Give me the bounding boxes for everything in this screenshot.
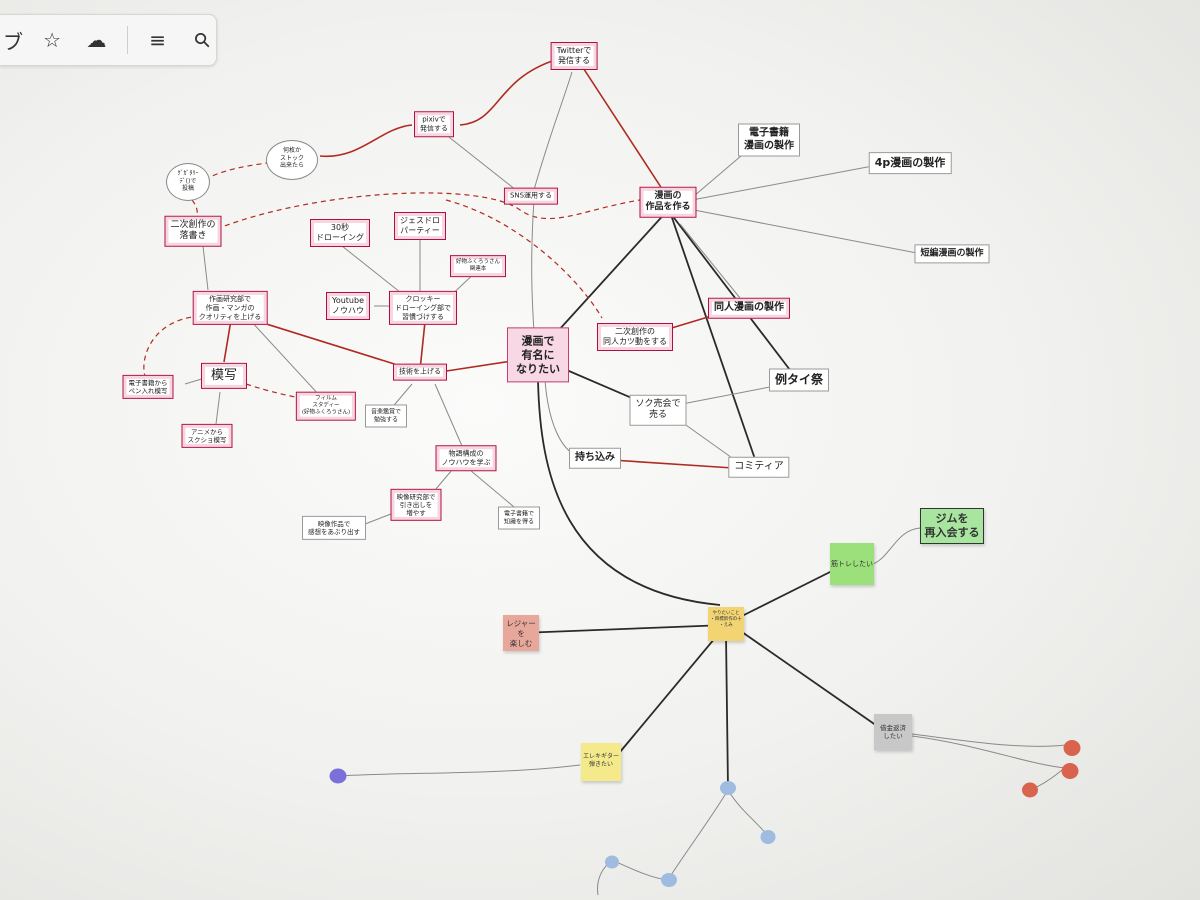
node-twitter[interactable]: Twitterで 発信する <box>550 42 598 70</box>
connector <box>459 59 556 126</box>
connector <box>531 199 535 333</box>
connector <box>669 211 757 463</box>
connector <box>537 379 721 606</box>
connector <box>869 527 921 566</box>
node-ebook-manga[interactable]: 電子書籍 漫画の製作 <box>738 123 800 157</box>
connector <box>577 59 669 199</box>
connector <box>611 459 734 469</box>
sticky-leisure[interactable]: レジャー を 楽しむ <box>503 615 539 651</box>
node-music[interactable]: 音楽鑑賞で 勉強する <box>364 404 408 428</box>
node-4p-manga[interactable]: 4p漫画の製作 <box>868 152 952 174</box>
connector <box>693 209 923 255</box>
sticky-guitar[interactable]: エレキギター 弾きたい <box>581 743 621 781</box>
node-jesdoro[interactable]: ジェスドロ パーティー <box>394 212 446 240</box>
sticky-gym[interactable]: ジムを 再入会する <box>920 508 984 544</box>
node-mochikomi[interactable]: 持ち込み <box>569 447 621 469</box>
node-sokubai[interactable]: ソク売会で 売る <box>629 394 687 426</box>
connector <box>911 733 1067 747</box>
node-eizo-works[interactable]: 映像作品で 感想をあぶり出す <box>302 515 366 541</box>
connector <box>319 124 413 158</box>
toolbar-divider <box>126 26 128 54</box>
cloud-check-icon[interactable]: ☁ <box>86 28 107 52</box>
node-fanart-sketch[interactable]: 二次創作の 落書き <box>164 215 222 247</box>
connector <box>911 735 1067 769</box>
node-kifukuro-book[interactable]: 好物ふくろうさん 関連本 <box>449 255 507 277</box>
sticky-yaritai[interactable]: やりたいこと ・目標新作の十 ・えみ <box>708 607 744 641</box>
node-dot-blue[interactable] <box>605 855 619 869</box>
node-stock[interactable]: 何枚か ストック 出来たら <box>266 140 318 180</box>
node-mosha[interactable]: 模写 <box>200 362 248 390</box>
connector <box>679 223 741 299</box>
sticky-debt[interactable]: 借金返済 したい <box>874 714 912 750</box>
node-center-goal[interactable]: 漫画で 有名に なりたい <box>507 327 569 383</box>
sticky-muscle[interactable]: 筋トレしたい <box>830 543 874 585</box>
connector <box>519 624 727 634</box>
node-sns[interactable]: SNS運用する <box>503 187 559 205</box>
connector <box>667 209 791 371</box>
node-dot-purple[interactable] <box>329 768 347 784</box>
node-youtube[interactable]: Youtube ノウハウ <box>326 292 370 320</box>
node-anime-sketch[interactable]: アニメから スクショ模写 <box>181 423 233 449</box>
node-dot-red[interactable] <box>1061 763 1079 779</box>
node-gatari[interactable]: ｸﾞｶﾞﾀﾘｰ ﾃﾞ()で 投稿 <box>166 163 210 201</box>
connector <box>204 161 276 181</box>
node-dot-red[interactable] <box>1022 782 1038 798</box>
connector <box>199 192 641 237</box>
node-dot-blue[interactable] <box>661 873 677 887</box>
star-icon[interactable]: ☆ <box>43 28 62 52</box>
connector <box>215 391 221 425</box>
node-manga-works[interactable]: 漫画の 作品を作る <box>639 186 697 218</box>
connector <box>434 383 463 447</box>
connector <box>611 859 669 881</box>
node-comitia[interactable]: コミティア <box>728 456 790 478</box>
node-story[interactable]: 物語構成の ノウハウを学ぶ <box>435 445 497 471</box>
node-30sec-drawing[interactable]: 30秒 ドローイング <box>310 219 370 247</box>
connector <box>741 631 881 729</box>
connector <box>143 315 201 377</box>
node-dot-blue[interactable] <box>760 830 776 844</box>
toolbar: ブ ☆ ☁ ≡ ⚲ <box>0 14 217 66</box>
node-fanart-club[interactable]: 二次創作の 同人カツ動をする <box>597 323 673 351</box>
connector <box>445 199 603 319</box>
connector <box>533 71 573 191</box>
connector <box>202 245 209 291</box>
toolbar-partial-label[interactable]: ブ <box>3 29 23 54</box>
node-short-manga[interactable]: 短編漫画の製作 <box>914 244 990 264</box>
connector <box>727 789 769 837</box>
connector <box>693 149 749 197</box>
connector <box>619 631 721 753</box>
connector <box>739 567 839 618</box>
node-dot-red[interactable] <box>1063 740 1081 756</box>
connector <box>339 764 581 777</box>
connector <box>439 129 517 191</box>
node-skill-up[interactable]: 技術を上げる <box>393 363 447 381</box>
connector <box>691 164 879 201</box>
connector <box>681 385 776 405</box>
node-ebook-pen[interactable]: 電子書籍から ペン入れ模写 <box>122 374 174 400</box>
node-film-study[interactable]: フィルム スタディー (好物ふくろうさん) <box>295 391 357 421</box>
connector <box>359 511 397 527</box>
connector <box>223 319 232 363</box>
node-pixiv[interactable]: pixivで 発信する <box>414 111 454 137</box>
node-doujin-manga[interactable]: 同人漫画の製作 <box>708 297 790 319</box>
connector <box>725 634 729 789</box>
node-dot-blue[interactable] <box>720 781 736 795</box>
connector <box>544 379 579 457</box>
connector <box>667 789 729 881</box>
node-sakuga-club[interactable]: 作画研究部で 作画・マンガの クオリティを上げる <box>192 290 268 326</box>
connector <box>469 469 521 513</box>
node-ebook-knowledge[interactable]: 電子書籍で 知識を得る <box>497 506 541 530</box>
menu-icon[interactable]: ≡ <box>149 28 166 52</box>
node-reitaisai[interactable]: 例タイ祭 <box>768 368 830 392</box>
node-eizo-club[interactable]: 映像研究部で 引き出しを 増やす <box>390 488 442 522</box>
search-icon[interactable]: ⚲ <box>188 26 216 54</box>
node-croquis[interactable]: クロッキー ドローイング部で 習慣づけする <box>389 290 457 326</box>
connector <box>191 199 198 225</box>
connector <box>439 359 519 373</box>
connector <box>249 319 321 397</box>
